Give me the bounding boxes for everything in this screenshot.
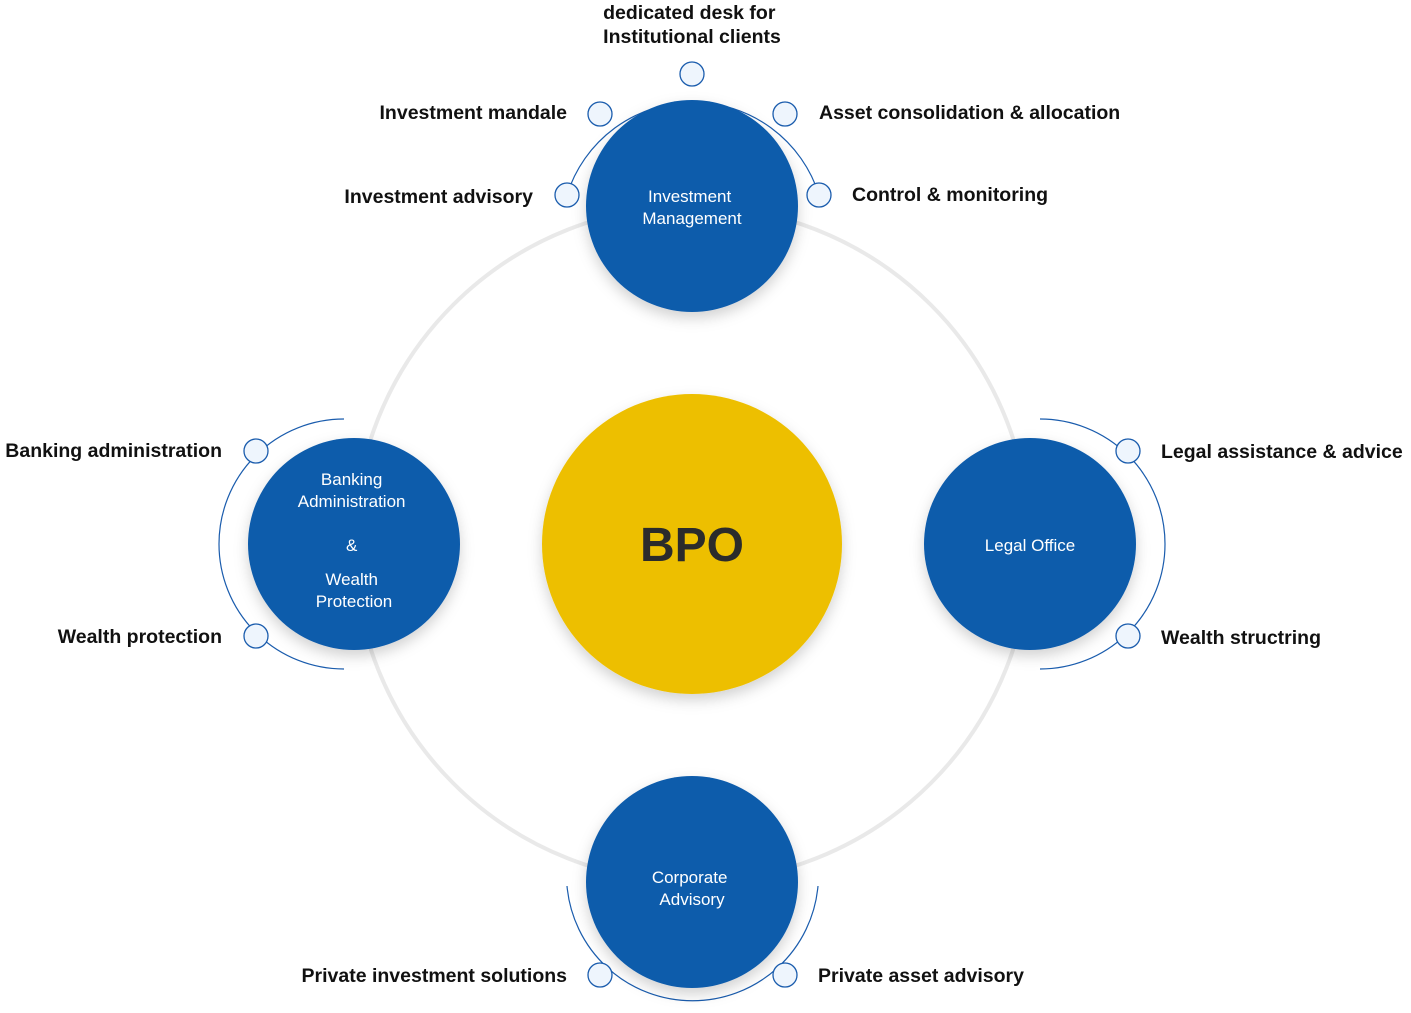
node-label-line: & bbox=[346, 536, 358, 555]
node-label-line: Banking bbox=[321, 470, 382, 489]
item-label: Investment advisory bbox=[344, 186, 533, 208]
item-label: Private investment solutions bbox=[302, 965, 568, 987]
svg-text:Corporate Advisory: Corporate Advisory bbox=[652, 868, 732, 909]
svg-text:dedicated desk for Institu: dedicated desk for Institutional clients bbox=[603, 2, 781, 48]
node-label-line: Investment bbox=[648, 187, 731, 206]
item-label: dedicated desk for bbox=[603, 2, 776, 24]
left-arc bbox=[218, 418, 345, 670]
item-label: Wealth protection bbox=[58, 626, 222, 648]
node-label-line: Legal Office bbox=[985, 536, 1075, 555]
bpo-label: BPO bbox=[640, 519, 744, 572]
node-label-line: Administration bbox=[298, 492, 406, 511]
node-label-line: Management bbox=[642, 209, 742, 228]
node-banking-administration: Banking Administration & Wealth Protecti… bbox=[248, 438, 460, 650]
item-label: Legal assistance & advice bbox=[1161, 441, 1403, 463]
item-label: Asset consolidation & allocation bbox=[819, 102, 1120, 124]
connector-dots bbox=[243, 61, 1141, 988]
bottom-arc bbox=[566, 885, 819, 1002]
item-label: Control & monitoring bbox=[852, 184, 1048, 206]
node-investment-management: Investment Management bbox=[586, 100, 798, 312]
right-arc bbox=[1039, 418, 1166, 670]
item-label: Private asset advisory bbox=[818, 965, 1024, 987]
svg-text:Banking Administration: Banking Administration & Wealth Protecti… bbox=[298, 470, 410, 611]
svg-text:Investment Management: Investment Management bbox=[642, 187, 742, 228]
node-label-line: Corporate bbox=[652, 868, 728, 887]
node-legal-office: Legal Office bbox=[924, 438, 1136, 650]
bpo-circle bbox=[542, 394, 842, 694]
item-label: Wealth structring bbox=[1161, 627, 1321, 649]
node-label-line: Protection bbox=[316, 592, 393, 611]
item-label: Banking administration bbox=[5, 440, 222, 462]
item-label: Institutional clients bbox=[603, 26, 781, 48]
node-label-line: Wealth bbox=[325, 570, 378, 589]
node-corporate-advisory: Corporate Advisory bbox=[586, 776, 798, 988]
node-label-line: Advisory bbox=[659, 890, 725, 909]
item-label: Investment mandale bbox=[380, 102, 568, 124]
